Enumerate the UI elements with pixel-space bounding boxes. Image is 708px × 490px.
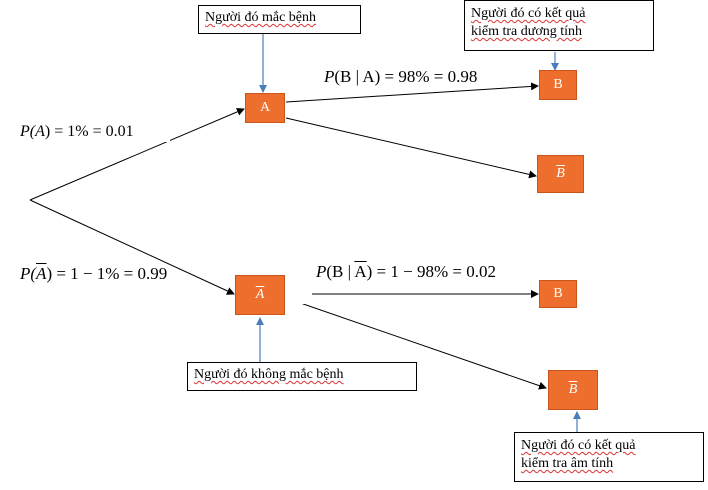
edge-root-to-not-a bbox=[29, 199, 235, 295]
edge-not-a-to-not-b bbox=[285, 297, 547, 390]
edge-a-to-b bbox=[285, 82, 539, 103]
edge-root-to-a bbox=[29, 108, 245, 201]
callout-disease: Người đó mắc bệnh bbox=[198, 5, 361, 34]
edge-a-to-not-b bbox=[285, 117, 537, 179]
prob-b-given-not-a: P(B | A) = 1 − 98% = 0.02 bbox=[316, 262, 496, 281]
prob-b-given-a: P(B | A) = 98% = 0.98 bbox=[324, 67, 478, 86]
node-a: A bbox=[245, 93, 285, 123]
node-not-a: A bbox=[235, 275, 285, 315]
prob-a: P(A) = 1% = 0.01 bbox=[20, 123, 134, 140]
callout-no-disease: Người đó không mắc bệnh bbox=[187, 362, 417, 391]
node-b-bottom: B bbox=[539, 280, 577, 308]
prob-not-a: P(A) = 1 − 1% = 0.99 bbox=[20, 264, 168, 283]
node-not-b-top: B bbox=[537, 155, 584, 193]
node-b-top: B bbox=[539, 70, 577, 100]
node-not-b-bottom: B bbox=[548, 370, 598, 410]
